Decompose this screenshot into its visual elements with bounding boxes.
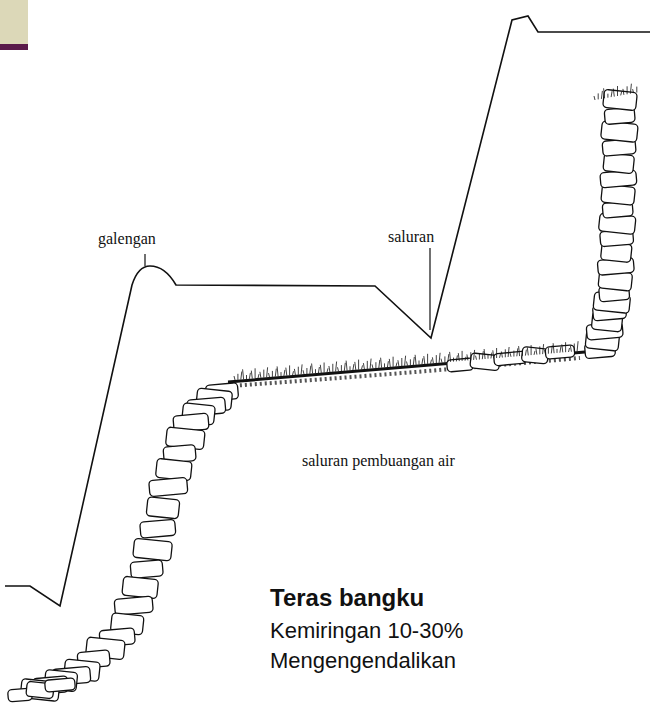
note: Mengengendalikan <box>270 648 456 674</box>
stone <box>155 458 192 481</box>
stone <box>603 89 638 110</box>
stone <box>45 678 76 693</box>
part-label: saluran pembuangan air <box>302 452 455 470</box>
stone <box>149 477 188 496</box>
caption-heading: Teras bangku <box>270 584 424 612</box>
grass-texture <box>234 84 637 380</box>
note: Kemiringan 10-30% <box>270 618 463 644</box>
part-label: saluran <box>388 228 434 246</box>
stone <box>146 497 180 519</box>
part-label: galengan <box>98 230 156 248</box>
stone <box>130 560 163 579</box>
stone <box>521 346 548 364</box>
stone <box>114 596 153 615</box>
terrace-profile <box>5 16 650 606</box>
stone <box>44 669 78 691</box>
leader-line <box>144 254 145 266</box>
slide-strip <box>0 0 28 44</box>
stone <box>122 576 159 599</box>
stone <box>133 538 173 561</box>
leader-line <box>429 248 430 330</box>
stone <box>140 519 176 538</box>
stone <box>601 121 639 143</box>
slide-bar <box>0 44 28 50</box>
stone-wall <box>8 89 639 702</box>
stone <box>545 345 575 359</box>
